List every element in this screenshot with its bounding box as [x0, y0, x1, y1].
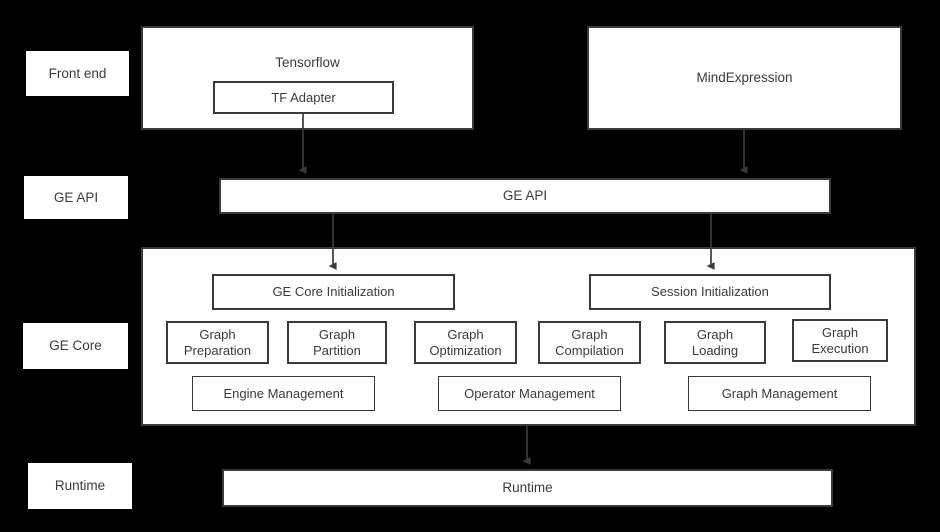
- session-initialization-box[interactable]: Session Initialization: [589, 274, 831, 310]
- graph-management-label: Graph Management: [721, 385, 838, 401]
- ge-api-box[interactable]: GE API: [219, 178, 831, 214]
- graph-preparation-box[interactable]: Graph Preparation: [166, 321, 269, 364]
- tf-adapter-label: TF Adapter: [271, 89, 336, 105]
- stage-label-ge-core-text: GE Core: [49, 338, 102, 354]
- stage-label-front-end: Front end: [26, 51, 129, 96]
- stage-label-runtime-text: Runtime: [54, 478, 106, 494]
- graph-loading-box[interactable]: Graph Loading: [664, 321, 766, 364]
- engine-management-label: Engine Management: [223, 385, 344, 401]
- graph-execution-label: Graph Execution: [811, 325, 869, 356]
- graph-execution-box[interactable]: Graph Execution: [792, 319, 888, 362]
- graph-management-box[interactable]: Graph Management: [688, 376, 871, 411]
- ge-core-initialization-box[interactable]: GE Core Initialization: [212, 274, 455, 310]
- graph-optimization-label: Graph Optimization: [429, 327, 502, 358]
- graph-partition-box[interactable]: Graph Partition: [287, 321, 387, 364]
- tf-adapter-box[interactable]: TF Adapter: [213, 81, 394, 114]
- runtime-box-label: Runtime: [502, 480, 553, 496]
- stage-label-ge-api-text: GE API: [53, 189, 99, 205]
- tensorflow-label: Tensorflow: [275, 55, 340, 70]
- graph-compilation-box[interactable]: Graph Compilation: [538, 321, 641, 364]
- stage-label-runtime: Runtime: [28, 463, 132, 509]
- mindexpression-label: MindExpression: [696, 70, 793, 86]
- operator-management-box[interactable]: Operator Management: [438, 376, 621, 411]
- graph-loading-label: Graph Loading: [691, 327, 739, 358]
- runtime-box[interactable]: Runtime: [222, 469, 833, 507]
- graph-partition-label: Graph Partition: [313, 327, 361, 358]
- graph-preparation-label: Graph Preparation: [183, 327, 252, 358]
- engine-management-box[interactable]: Engine Management: [192, 376, 375, 411]
- tensorflow-container[interactable]: Tensorflow: [141, 26, 474, 130]
- operator-management-label: Operator Management: [464, 385, 595, 401]
- session-initialization-label: Session Initialization: [651, 284, 769, 300]
- graph-optimization-box[interactable]: Graph Optimization: [414, 321, 517, 364]
- ge-core-initialization-label: GE Core Initialization: [272, 284, 395, 300]
- mindexpression-container[interactable]: MindExpression: [587, 26, 902, 130]
- graph-compilation-label: Graph Compilation: [555, 327, 624, 358]
- stage-label-ge-api: GE API: [24, 176, 128, 219]
- ge-api-box-label: GE API: [502, 188, 548, 204]
- stage-label-ge-core: GE Core: [23, 323, 128, 369]
- stage-label-front-end-text: Front end: [48, 65, 107, 81]
